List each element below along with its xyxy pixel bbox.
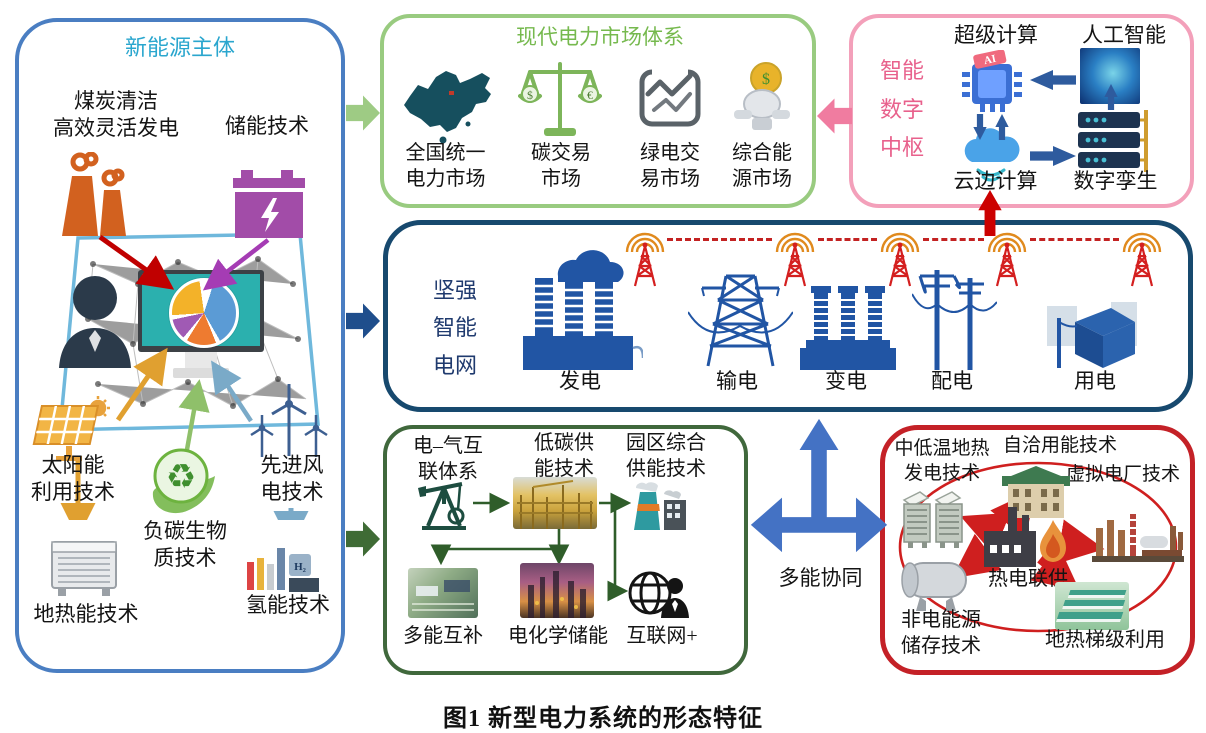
market-title: 现代电力市场体系 <box>516 25 684 49</box>
stage-label: 配电 <box>931 369 973 393</box>
market-item-label: 碳交易 市场 <box>531 142 591 190</box>
dashed-link <box>923 238 984 241</box>
server-icon <box>1076 110 1152 172</box>
park-plant-icon <box>630 480 690 530</box>
figure-caption: 图1 新型电力系统的形态特征 <box>443 706 763 732</box>
elec-gas-label: 电–气互 联体系 <box>413 435 483 483</box>
flame-icon <box>1038 520 1068 564</box>
power-plant-icon <box>513 248 643 370</box>
digital-title: 智能 数字 中枢 <box>879 58 924 160</box>
new-energy-title: 新能源主体 <box>124 35 235 60</box>
hydrogen-label: 氢能技术 <box>246 593 330 617</box>
radio-tower-icon <box>1121 230 1163 288</box>
dashed-link <box>1030 238 1119 241</box>
arrow-chip-down <box>972 114 988 140</box>
dashed-link <box>818 238 877 241</box>
china-map-icon <box>396 66 496 148</box>
market-item-label: 综合能 源市场 <box>732 142 792 190</box>
arrow-digital-to-market <box>817 95 852 137</box>
euro-glyph: € <box>587 88 593 102</box>
monitor-icon <box>138 270 264 382</box>
non-elec-label: 非电能源 储存技术 <box>901 609 981 657</box>
hydrogen-plant-icon: H₂ <box>245 544 323 598</box>
balance-scale-icon: $ € <box>518 58 602 144</box>
arrow-cloud-to-twin <box>1030 144 1076 168</box>
coal-plant-icon <box>58 152 138 240</box>
solar-label: 太阳能 利用技术 <box>31 453 115 505</box>
internet-label: 互联网+ <box>626 625 698 647</box>
park-label: 园区综合 供能技术 <box>626 432 706 480</box>
svg-text:$: $ <box>762 71 770 88</box>
svg-text:♻: ♻ <box>166 459 196 496</box>
arrow-left-to-market <box>346 92 380 134</box>
arrow-left-to-multi <box>346 518 380 560</box>
radio-tower-icon <box>624 230 666 288</box>
factory-icon <box>982 505 1038 567</box>
grid-title: 坚强 智能 电网 <box>432 278 477 378</box>
person-icon <box>55 272 135 368</box>
solar-panel-icon <box>28 396 114 462</box>
chip-icon: AI <box>960 50 1024 112</box>
arrow-left-to-grid <box>346 300 380 342</box>
chip-ai-tag: AI <box>983 53 997 67</box>
generator-icon <box>900 490 966 550</box>
pie-chart <box>169 278 239 348</box>
stage-label: 变电 <box>825 369 867 393</box>
vpp-label: 虚拟电厂技术 <box>1065 464 1180 485</box>
supercomputing-label: 超级计算 <box>954 23 1038 47</box>
coal-label: 煤炭清洁 高效灵活发电 <box>53 89 179 141</box>
dollar-glyph: $ <box>527 88 533 102</box>
arrow-ai-to-chip <box>1030 68 1076 92</box>
radio-tower-icon <box>774 230 816 288</box>
twin-label: 数字孪生 <box>1073 169 1158 193</box>
oil-pump-icon <box>416 478 472 530</box>
stage-label: 用电 <box>1074 369 1116 393</box>
complement-image <box>408 568 478 618</box>
wind-turbine-icon <box>250 382 328 458</box>
storage-label: 储能技术 <box>225 114 309 138</box>
transmission-tower-icon <box>688 266 793 370</box>
market-item-label: 绿电交 易市场 <box>640 142 700 190</box>
stage-label: 输电 <box>716 369 758 393</box>
geothermal-label: 地热能技术 <box>33 602 139 626</box>
internet-icon <box>628 568 690 618</box>
transformer-icon <box>798 284 898 370</box>
stage-label: 发电 <box>559 369 601 393</box>
battery-icon <box>233 170 305 238</box>
trade-chart-icon <box>638 66 702 130</box>
building-icon <box>1000 462 1072 520</box>
market-item-label: 全国统一 电力市场 <box>405 142 486 190</box>
chp-label: 热电联供 <box>988 568 1068 590</box>
bio-leaf-icon: ♻ <box>143 448 219 516</box>
arrow-twin-to-ai <box>1103 84 1119 110</box>
globe-robot-icon: $ <box>728 60 796 132</box>
arrow-grid-to-digital <box>976 190 1004 236</box>
low-carbon-label: 低碳供 能技术 <box>534 432 594 480</box>
vpp-plant-icon <box>1090 510 1186 562</box>
greenhouse-image <box>1055 582 1129 630</box>
cascade-label: 地热梯级利用 <box>1045 629 1165 651</box>
ai-label: 人工智能 <box>1082 23 1166 47</box>
h2-tag: H₂ <box>294 561 307 573</box>
wind-label: 先进风 电技术 <box>260 453 324 505</box>
refinery-image <box>513 477 597 529</box>
distribution-pole-icon <box>912 264 997 370</box>
self-use-label: 自洽用能技术 <box>1002 435 1117 456</box>
tank-icon <box>896 557 976 613</box>
geothermal-unit-icon <box>50 538 118 598</box>
bio-label: 负碳生物 质技术 <box>143 519 227 571</box>
house-icon <box>1045 288 1140 370</box>
synergy-arrow <box>745 413 893 559</box>
radio-tower-icon <box>879 230 921 288</box>
cloud-label: 云边计算 <box>953 169 1038 193</box>
electrochem-image <box>520 563 594 618</box>
electrochem-label: 电化学储能 <box>508 625 608 647</box>
digital-box <box>849 14 1194 208</box>
geo-power-label: 中低温地热 发电技术 <box>894 438 990 484</box>
dashed-link <box>667 238 772 241</box>
complement-label: 多能互补 <box>403 625 483 647</box>
radio-tower-icon <box>986 230 1028 288</box>
synergy-label: 多能协同 <box>778 566 863 590</box>
arrow-cloud-up <box>994 114 1010 140</box>
